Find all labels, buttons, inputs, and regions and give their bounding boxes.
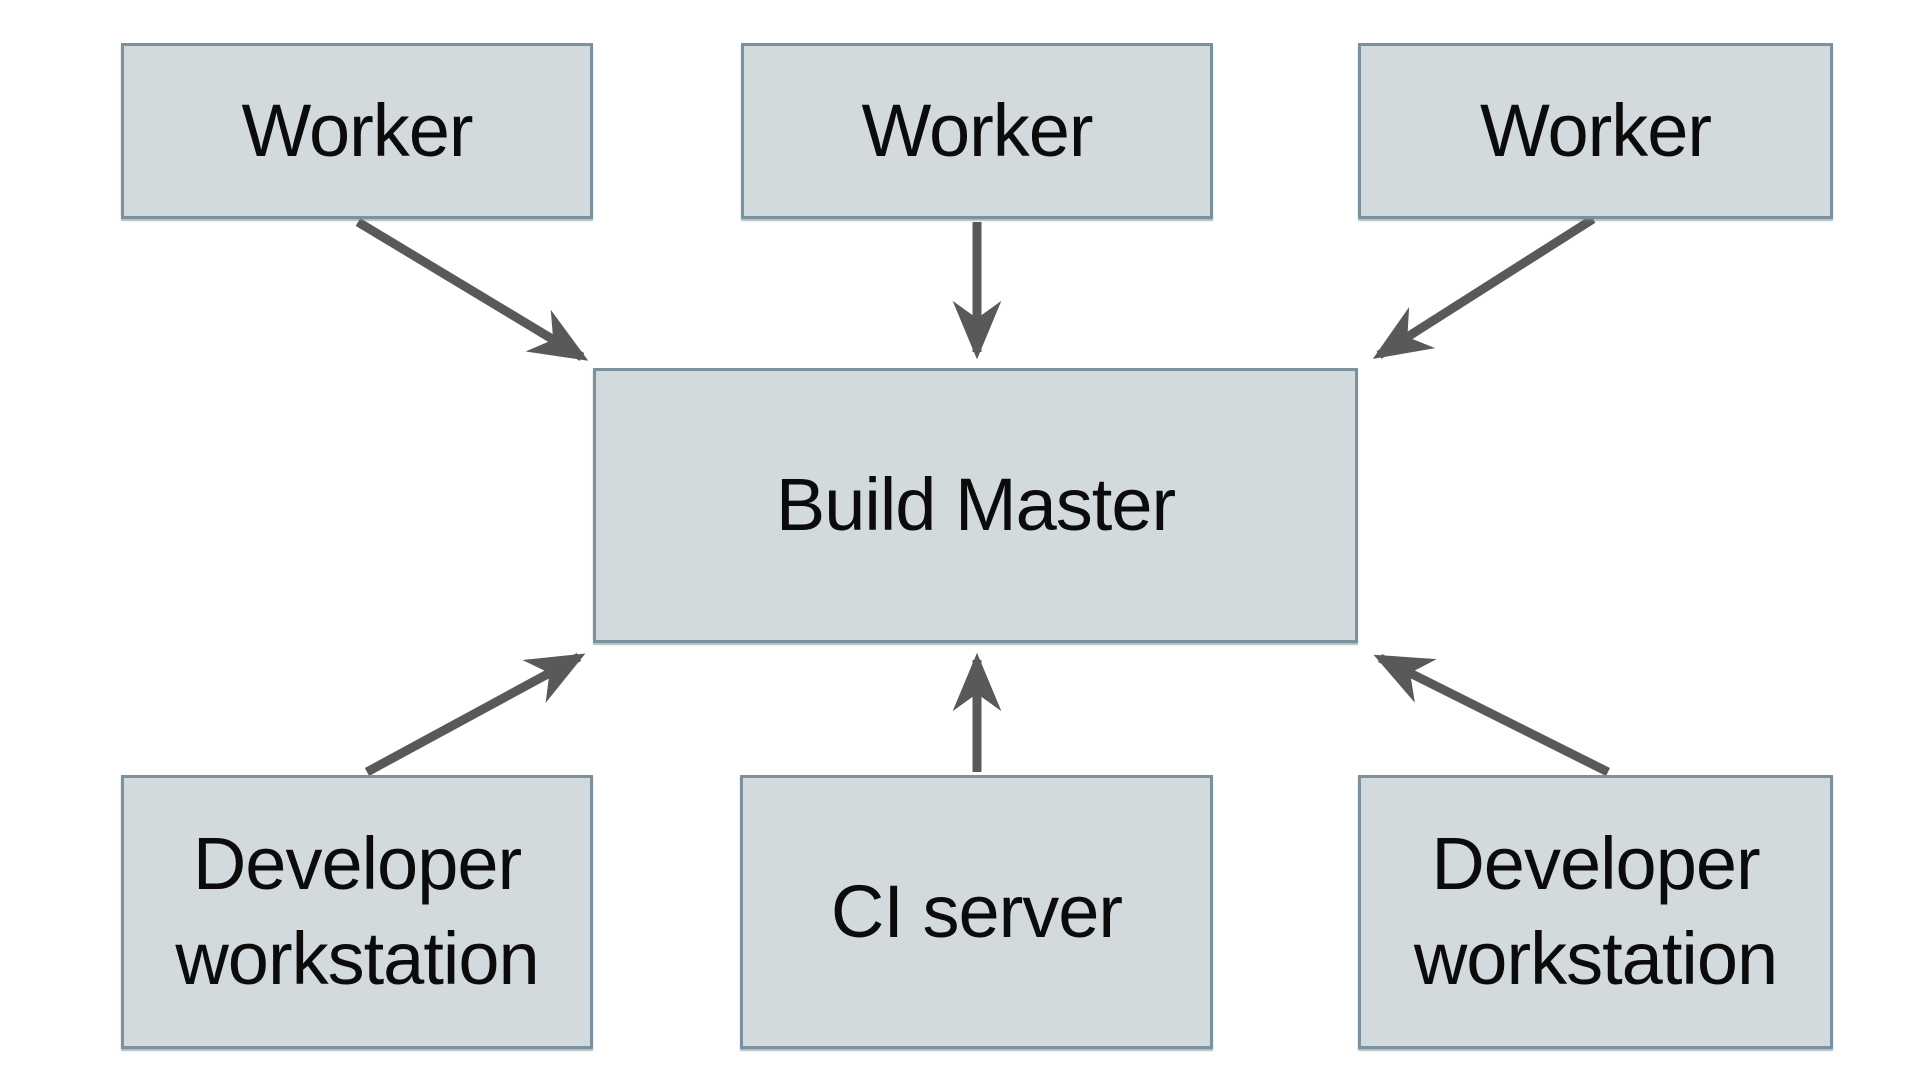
node-developer-workstation-1: Developer workstation (121, 775, 593, 1049)
node-developer-workstation-2: Developer workstation (1358, 775, 1833, 1049)
node-worker-1: Worker (121, 43, 593, 219)
arrow-worker-3-to-build-master (1372, 215, 1596, 359)
node-build-master: Build Master (593, 368, 1358, 643)
node-developer-workstation-2-label: Developer workstation (1413, 822, 1778, 1000)
arrow-worker-1-to-build-master (355, 218, 589, 361)
arrow-developer-workstation-2-to-build-master (1373, 653, 1611, 777)
node-worker-2-label: Worker (861, 88, 1093, 172)
node-worker-2: Worker (741, 43, 1213, 219)
node-ci-server-label: CI server (830, 869, 1123, 953)
node-developer-workstation-1-label: Developer workstation (175, 822, 539, 1000)
arrow-developer-workstation-1-to-build-master (364, 653, 586, 776)
node-build-master-label: Build Master (775, 463, 1176, 547)
node-ci-server: CI server (740, 775, 1213, 1049)
node-worker-3: Worker (1358, 43, 1833, 219)
node-worker-1-label: Worker (241, 88, 473, 172)
node-worker-3-label: Worker (1479, 88, 1712, 172)
